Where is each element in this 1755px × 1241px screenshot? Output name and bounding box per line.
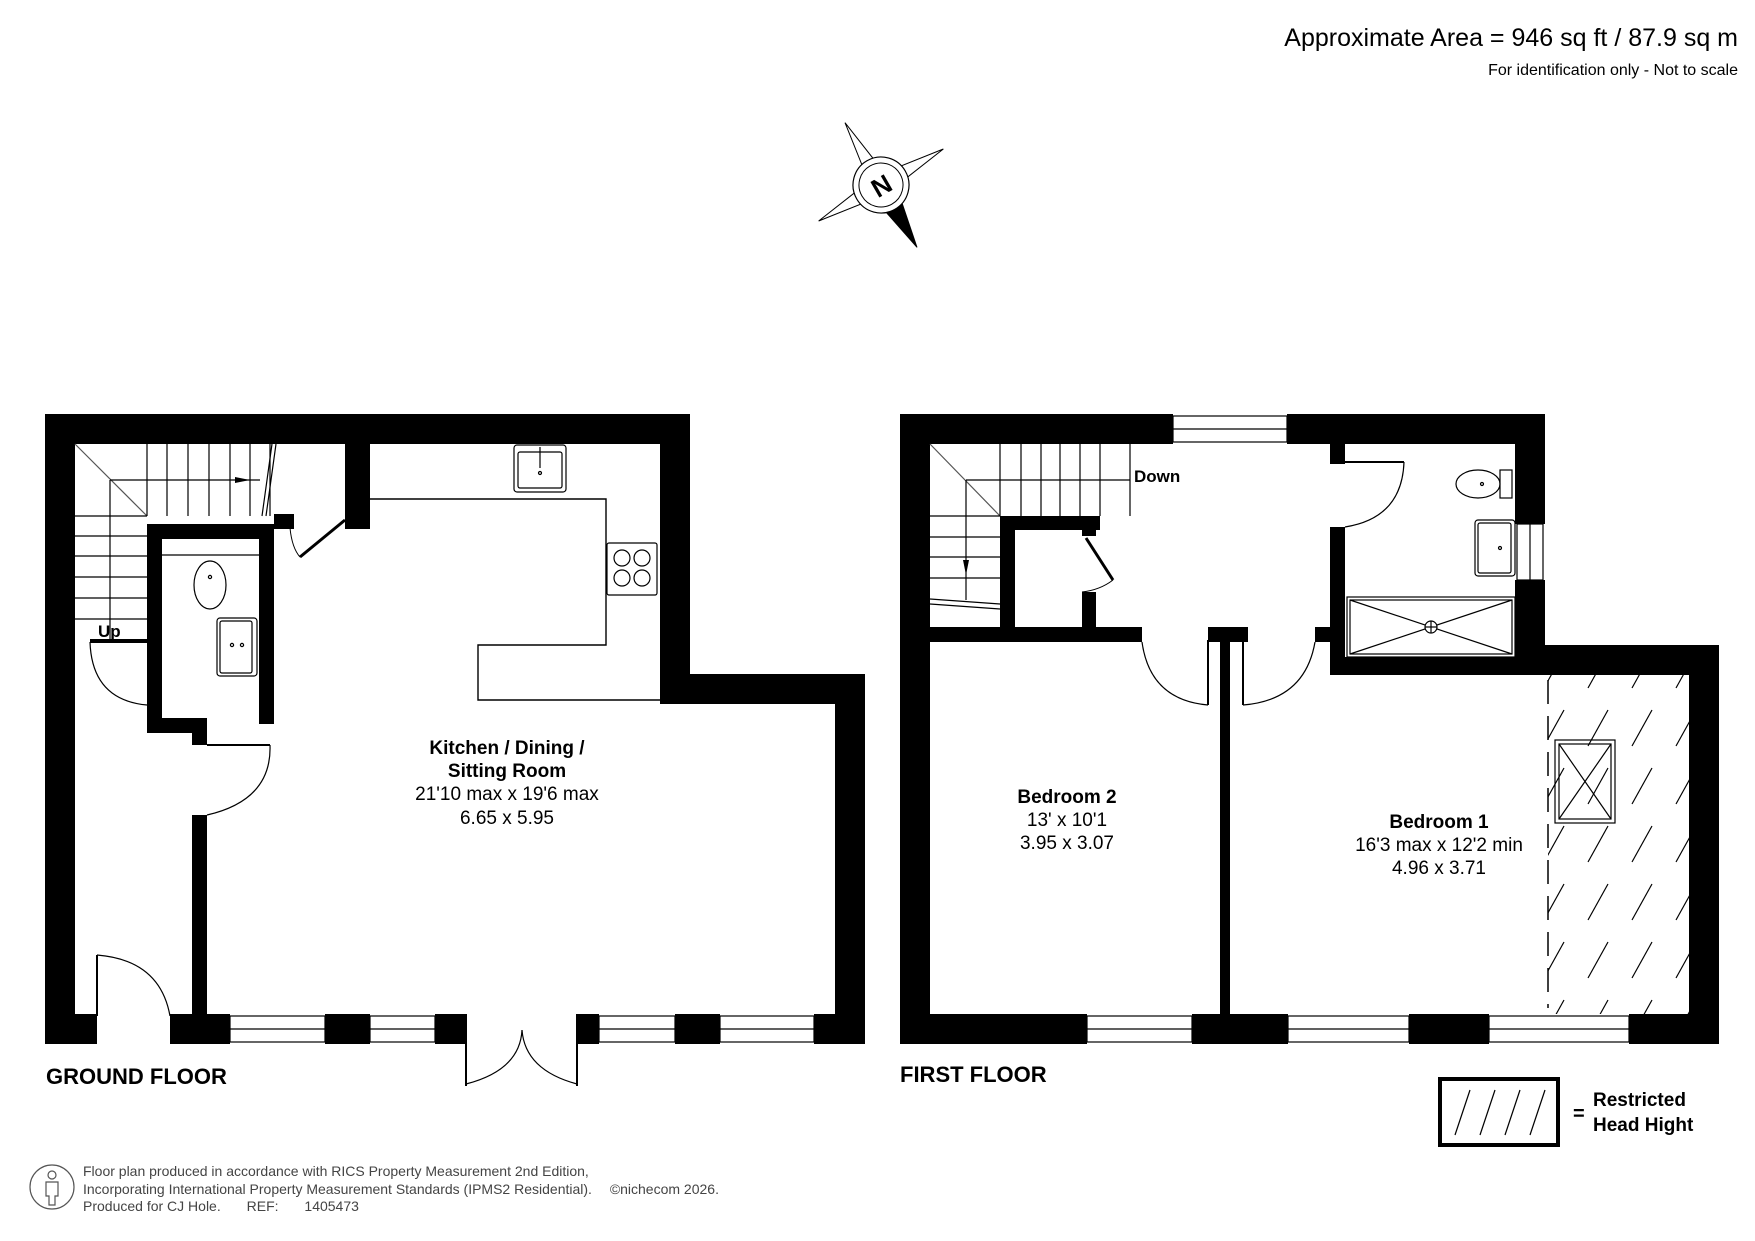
- room-label-kitchen-dining-sitting: Kitchen / Dining / Sitting Room 21'10 ma…: [372, 737, 642, 830]
- wc-icon: [162, 554, 259, 610]
- stairs-up-label: Up: [98, 622, 121, 641]
- wc-icon: [1455, 469, 1513, 499]
- room-label-bedroom-2: Bedroom 2 13' x 10'1 3.95 x 3.07: [967, 786, 1167, 856]
- footer-ref-value: 1405473: [304, 1198, 359, 1214]
- legend-line-2: Head Hight: [1593, 1114, 1694, 1136]
- stairs-down-label: Down: [1134, 467, 1181, 486]
- skylight-icon: [1554, 739, 1616, 824]
- room-metric-dimensions: 3.95 x 3.07: [1019, 833, 1115, 855]
- restricted-head-height-area: [1547, 675, 1689, 1014]
- basin-icon: [1474, 519, 1516, 577]
- hob-icon: [606, 542, 658, 596]
- legend-equals-sign: =: [1573, 1103, 1585, 1125]
- ground-floor-title: GROUND FLOOR: [46, 1064, 227, 1089]
- room-name: Bedroom 2: [1017, 787, 1117, 808]
- room-imperial-dimensions: 21'10 max x 19'6 max: [415, 784, 599, 806]
- basin-icon: [216, 617, 258, 677]
- footer-line-2: Incorporating International Property Mea…: [83, 1180, 592, 1197]
- room-imperial-dimensions: 16'3 max x 12'2 min: [1355, 835, 1523, 857]
- identification-note: For identification only - Not to scale: [1488, 62, 1738, 79]
- kitchen-sink-icon: [513, 444, 567, 493]
- room-metric-dimensions: 4.96 x 3.71: [1391, 858, 1487, 880]
- footer-produced-for: Produced for CJ Hole.: [83, 1198, 221, 1214]
- approximate-area-title: Approximate Area = 946 sq ft / 87.9 sq m: [1284, 24, 1738, 52]
- legend-restricted-head-height-swatch: [1438, 1077, 1560, 1147]
- first-floor-title: FIRST FLOOR: [900, 1062, 1047, 1087]
- footer-ref-label: REF:: [246, 1198, 279, 1214]
- room-metric-dimensions: 6.65 x 5.95: [459, 807, 555, 829]
- legend-label: Restricted Head Hight: [1593, 1089, 1693, 1138]
- room-name-line-1: Kitchen / Dining /: [429, 738, 585, 759]
- room-label-bedroom-1: Bedroom 1 16'3 max x 12'2 min 4.96 x 3.7…: [1309, 811, 1569, 881]
- legend-line-1: Restricted: [1593, 1090, 1686, 1111]
- footer-line-1: Floor plan produced in accordance with R…: [83, 1163, 589, 1179]
- ground-floor-plan: [45, 414, 865, 1086]
- footer-disclaimer: Floor plan produced in accordance with R…: [83, 1163, 719, 1216]
- room-name: Bedroom 1: [1389, 812, 1489, 833]
- footer-line-2-wrap: Incorporating International Property Mea…: [83, 1181, 719, 1199]
- footer-copyright: ©nichecom 2026.: [609, 1180, 719, 1197]
- first-floor-plan: [900, 414, 1719, 1044]
- shower-tray-icon: [1346, 596, 1516, 658]
- compass-rose-icon: [818, 122, 944, 248]
- room-name-line-2: Sitting Room: [447, 761, 567, 783]
- room-imperial-dimensions: 13' x 10'1: [1026, 810, 1108, 832]
- footer-line-3: Produced for CJ Hole. REF: 1405473: [83, 1198, 719, 1216]
- person-scale-icon: [29, 1164, 75, 1210]
